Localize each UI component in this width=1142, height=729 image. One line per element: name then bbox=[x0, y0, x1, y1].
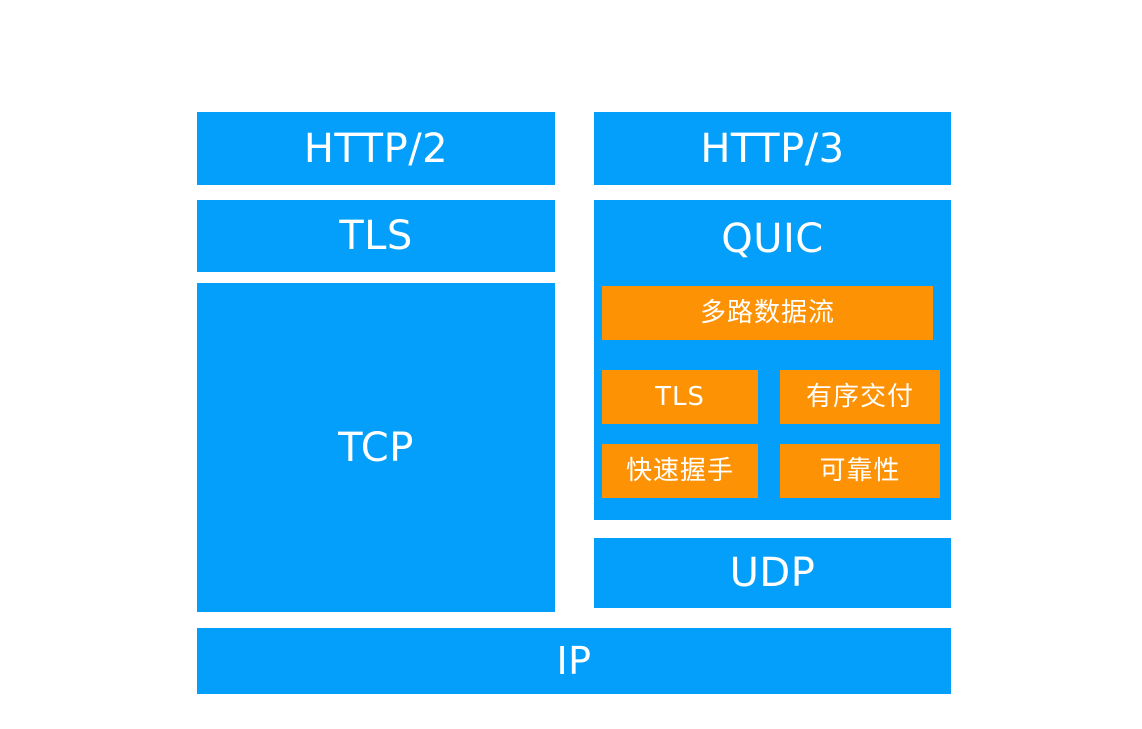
layer-block-http3: HTTP/3 bbox=[594, 112, 951, 185]
quic-feature-fast-handshake: 快速握手 bbox=[602, 444, 758, 498]
layer-block-tcp: TCP bbox=[197, 283, 555, 612]
layer-block-quic: QUIC 多路数据流 TLS 有序交付 快速握手 可靠性 bbox=[594, 200, 951, 520]
quic-feature-multiplexed-streams: 多路数据流 bbox=[602, 286, 933, 340]
quic-feature-tls: TLS bbox=[602, 370, 758, 424]
layer-block-tls: TLS bbox=[197, 200, 555, 272]
layer-block-ip: IP bbox=[197, 628, 951, 694]
quic-feature-ordered-delivery: 有序交付 bbox=[780, 370, 940, 424]
quic-feature-reliability: 可靠性 bbox=[780, 444, 940, 498]
layer-block-quic-label: QUIC bbox=[721, 216, 824, 262]
quic-feature-group: 多路数据流 TLS 有序交付 快速握手 可靠性 bbox=[602, 286, 943, 512]
layer-block-http2: HTTP/2 bbox=[197, 112, 555, 185]
layer-block-udp: UDP bbox=[594, 538, 951, 608]
